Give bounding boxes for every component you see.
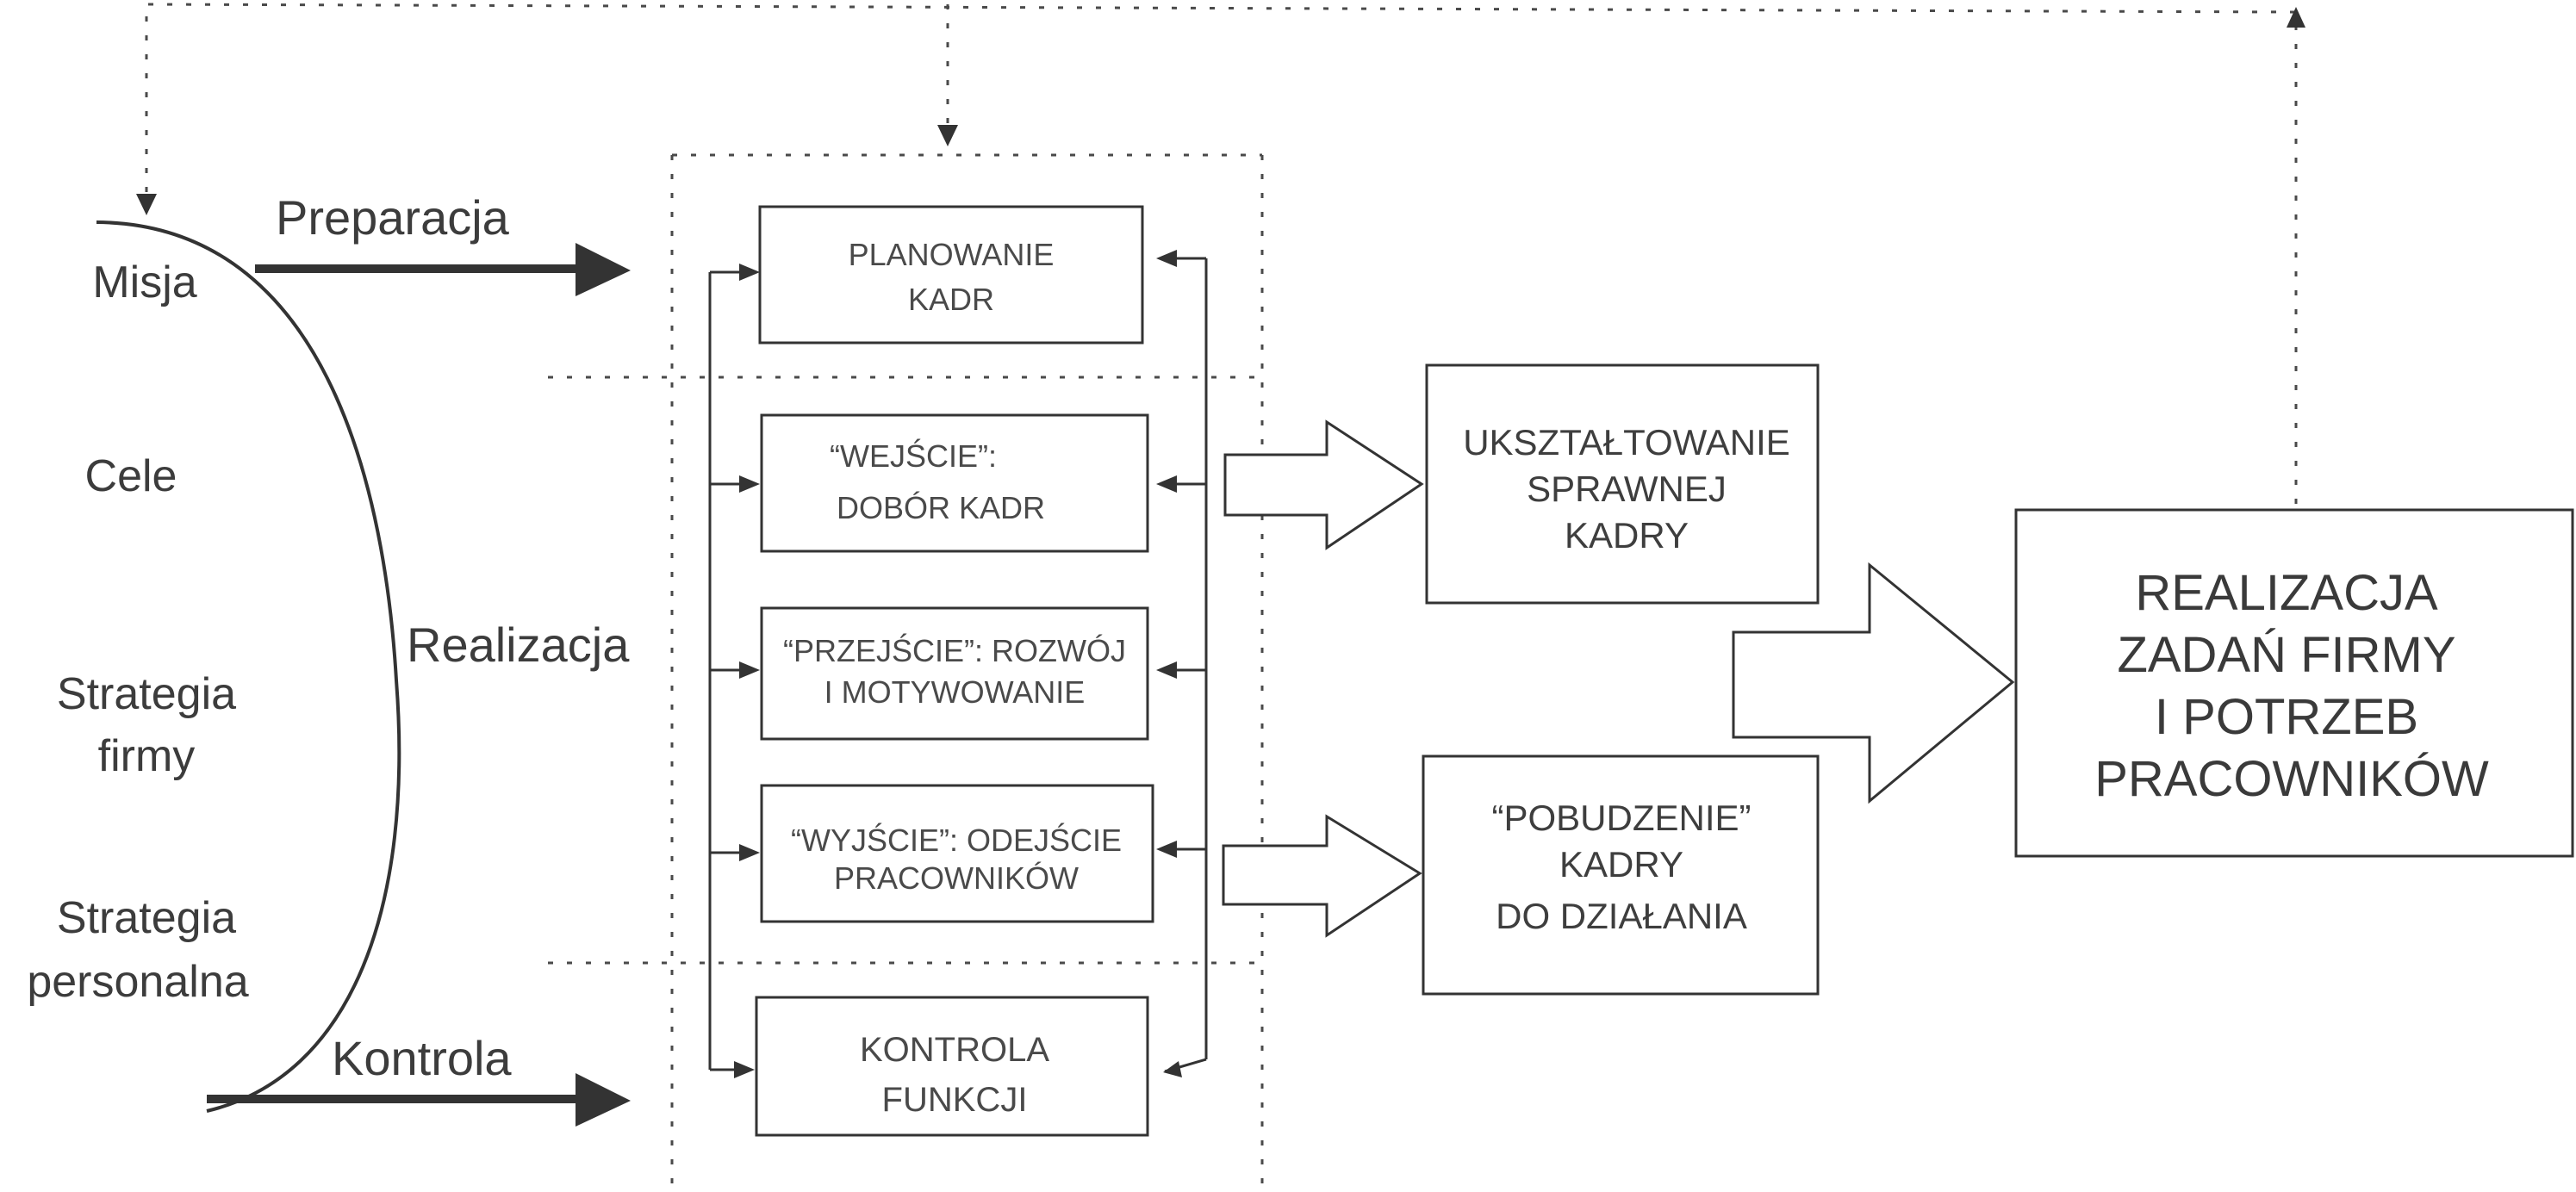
- kontrola-arrowhead: [576, 1073, 631, 1127]
- flow-label-kontrola: Kontrola: [332, 1031, 512, 1085]
- hollow-arrow-to-realizacja: [1732, 562, 2015, 804]
- box-wejscie-line-2: DOBÓR KADR: [837, 490, 1045, 525]
- arc-label-strategia-personalna-1: Strategia: [57, 893, 236, 943]
- feedback-down-arrowhead-middle: [937, 125, 958, 146]
- feedback-down-arrowhead-left: [136, 194, 157, 215]
- box-pobudzenie: [1422, 754, 1820, 996]
- right-tick-4-head: [1163, 1061, 1182, 1077]
- flow-label-preparacja: Preparacja: [276, 190, 510, 245]
- left-tick-4-head: [734, 1061, 755, 1078]
- box-wejscie-line-1: “WEJŚCIE”:: [830, 438, 997, 474]
- arc-label-misja: Misja: [92, 258, 196, 307]
- hollow-arrow-to-uksztaltowanie: [1223, 419, 1424, 550]
- box-realizacja-line-1: REALIZACJA: [2135, 565, 2438, 621]
- mission-arc: [96, 220, 401, 1113]
- box-kontrola-funkcji: [755, 996, 1149, 1137]
- box-wyjscie-line-2: PRACOWNIKÓW: [834, 860, 1079, 896]
- left-tick-1-head: [739, 475, 760, 493]
- result-boxes: UKSZTAŁTOWANIE SPRAWNEJ KADRY “POBUDZENI…: [1422, 363, 1820, 996]
- flow-arrows: Preparacja Realizacja Kontrola: [207, 190, 631, 1127]
- box-kontrola-line-1: KONTROLA: [860, 1031, 1049, 1069]
- box-wyjscie-line-1: “WYJŚCIE”: ODEJŚCIE: [791, 822, 1122, 858]
- left-tick-0-head: [739, 264, 760, 281]
- left-tick-2-head: [739, 661, 760, 679]
- functions-enclosure: [548, 153, 1264, 1192]
- feedback-loop: [136, 3, 2305, 504]
- arc-label-strategia-firmy-2: firmy: [98, 731, 196, 781]
- box-przejscie-line-2: I MOTYWOWANIE: [824, 674, 1086, 710]
- box-realizacja-zadan: [2014, 508, 2574, 858]
- box-uksztaltowanie-line-1: UKSZTAŁTOWANIE: [1463, 422, 1790, 463]
- box-realizacja-line-4: PRACOWNIKÓW: [2094, 751, 2489, 807]
- box-planowanie-kadr-line-2: KADR: [908, 282, 994, 317]
- right-tick-2-head: [1156, 661, 1177, 679]
- box-kontrola-line-2: FUNKCJI: [882, 1081, 1028, 1119]
- arc-label-strategia-firmy-1: Strategia: [57, 669, 236, 719]
- left-tick-3-head: [739, 844, 760, 861]
- final-box-group: REALIZACJA ZADAŃ FIRMY I POTRZEB PRACOWN…: [2014, 508, 2574, 858]
- box-pobudzenie-line-1: “POBUDZENIE”: [1491, 798, 1751, 838]
- preparacja-arrowhead: [576, 243, 631, 296]
- box-wejscie-dobor-kadr: [760, 413, 1149, 553]
- right-tick-0-head: [1156, 250, 1177, 267]
- box-wyjscie-odejscie: [760, 784, 1154, 923]
- box-uksztaltowanie-line-2: SPRAWNEJ: [1527, 469, 1727, 509]
- box-uksztaltowanie-line-3: KADRY: [1565, 515, 1689, 556]
- box-planowanie-kadr-line-1: PLANOWANIE: [849, 237, 1055, 272]
- hollow-arrow-to-pobudzenie: [1222, 814, 1422, 938]
- box-pobudzenie-line-3: DO DZIAŁANIA: [1496, 896, 1747, 936]
- box-realizacja-line-2: ZADAŃ FIRMY: [2117, 627, 2455, 683]
- box-realizacja-line-3: I POTRZEB: [2155, 689, 2418, 745]
- feedback-up-arrowhead: [2287, 7, 2305, 28]
- right-tick-3-head: [1156, 841, 1177, 858]
- box-uksztaltowanie: [1425, 363, 1820, 605]
- arc-labels: Misja Cele Strategia firmy Strategia per…: [27, 258, 248, 1007]
- box-przejscie-line-1: “PRZEJŚCIE”: ROZWÓJ: [783, 632, 1126, 668]
- right-tick-1-head: [1156, 475, 1177, 493]
- connector-rails: [708, 250, 1208, 1078]
- hollow-arrows: [1222, 419, 2015, 938]
- box-pobudzenie-line-2: KADRY: [1559, 844, 1683, 885]
- box-przejscie-rozwoj: [760, 606, 1149, 741]
- function-boxes: PLANOWANIE KADR “WEJŚCIE”: DOBÓR KADR “P…: [755, 205, 1154, 1137]
- flow-label-realizacja: Realizacja: [407, 618, 630, 672]
- arc-label-cele: Cele: [85, 451, 177, 501]
- feedback-loop-line: [145, 3, 2298, 504]
- arc-label-strategia-personalna-2: personalna: [27, 957, 248, 1007]
- box-planowanie-kadr: [758, 205, 1144, 345]
